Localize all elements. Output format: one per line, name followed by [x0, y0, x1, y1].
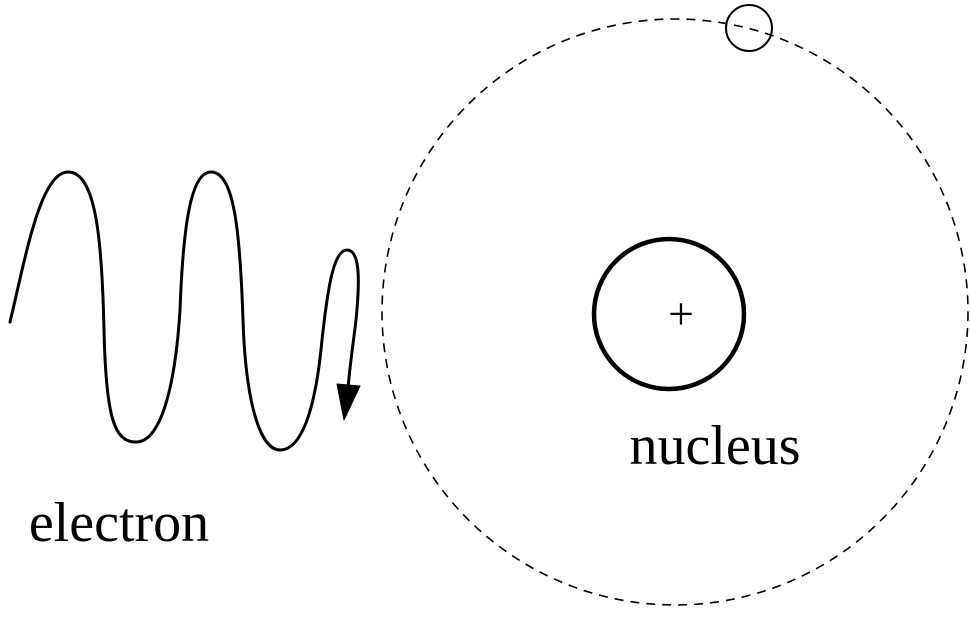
wave-arrowhead — [336, 383, 361, 421]
orbiting-electron — [725, 4, 773, 52]
nucleus-circle — [591, 236, 747, 392]
electron-label: electron — [29, 492, 209, 554]
nucleus-label: nucleus — [629, 415, 800, 477]
electron-orbit — [381, 18, 969, 606]
electron-wave — [8, 170, 360, 452]
nucleus-charge-symbol: + — [668, 288, 694, 339]
